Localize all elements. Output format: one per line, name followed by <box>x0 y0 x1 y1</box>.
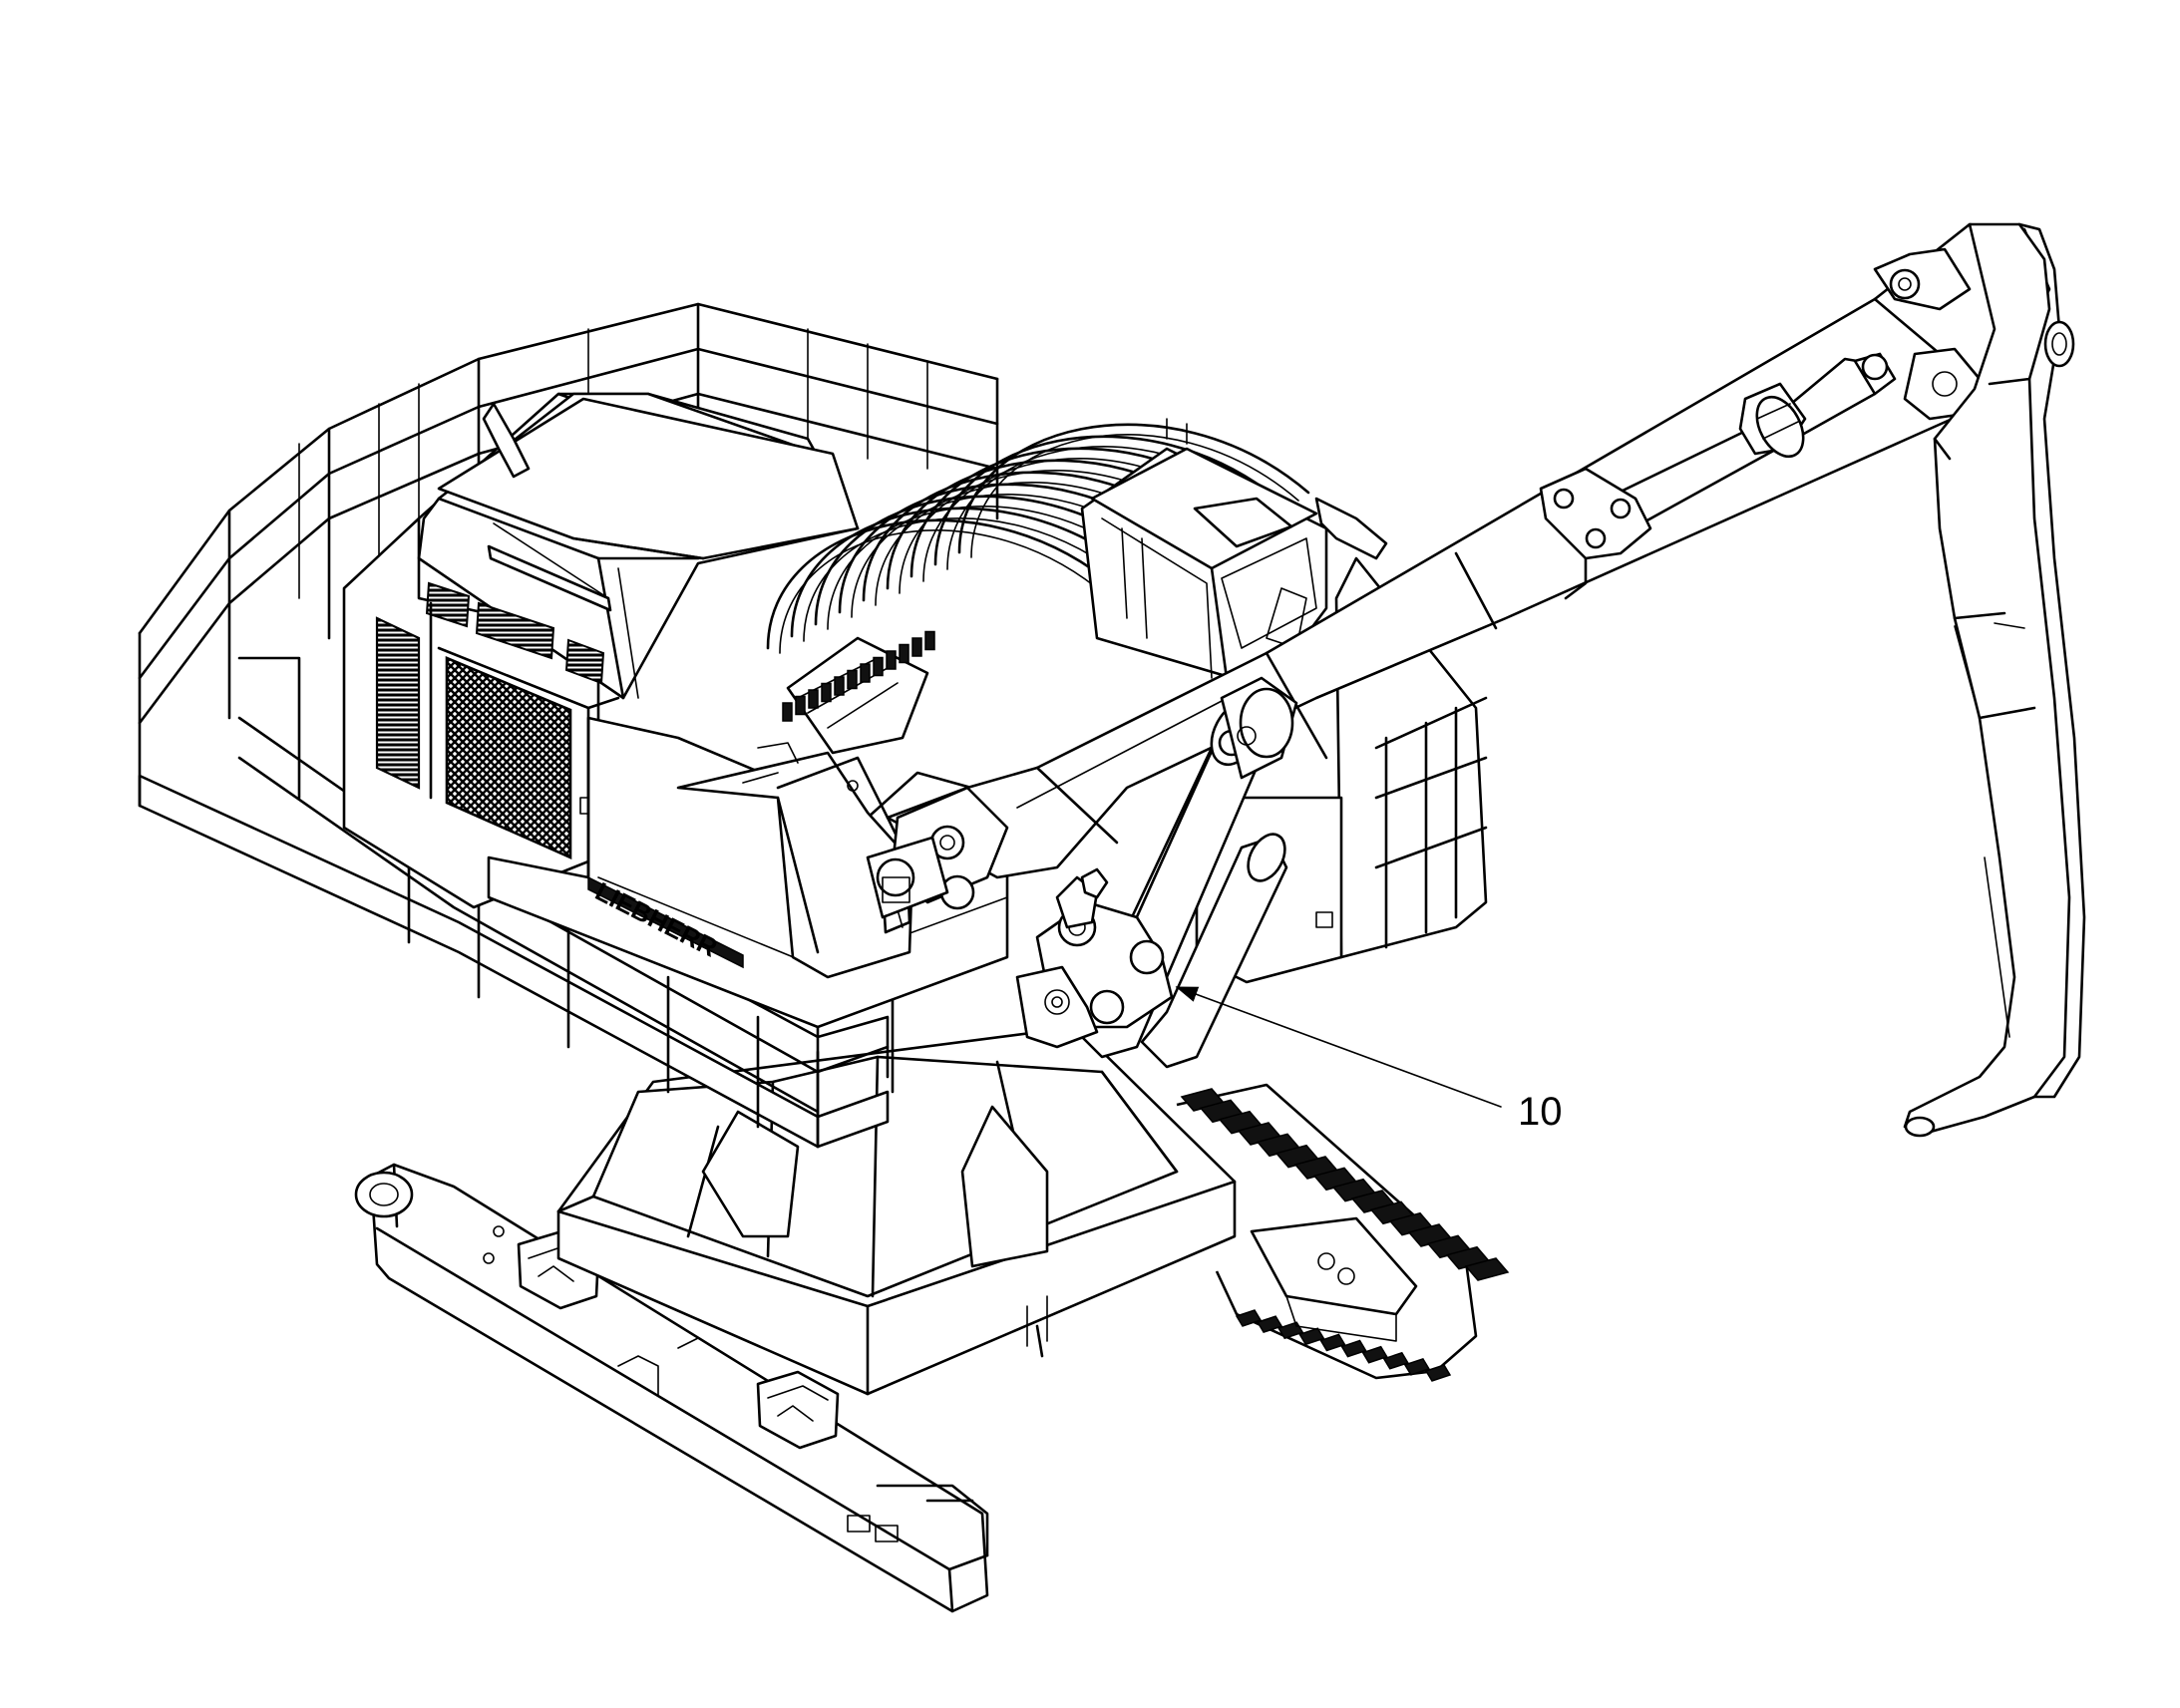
hose-fitting <box>911 637 922 657</box>
hose-fitting <box>886 650 897 670</box>
hydraulic-hose <box>970 434 1299 558</box>
hydraulic-hose <box>790 507 1143 638</box>
hose-fitting <box>834 676 845 696</box>
hose-fitting <box>795 695 806 716</box>
track-shoe <box>1298 1327 1325 1346</box>
track-shoe <box>1361 1345 1388 1364</box>
hydraulic-hose <box>957 423 1310 554</box>
hydraulic-hose <box>933 435 1286 566</box>
leader-arrow <box>1175 986 1502 1108</box>
hose-fitting <box>873 656 884 677</box>
track-shoe <box>1382 1351 1409 1370</box>
stick <box>1903 222 2086 1138</box>
railing-posts-rear <box>138 302 999 808</box>
hydraulic-hose <box>766 518 1119 650</box>
hose-fitting <box>808 689 819 709</box>
hose-fitting <box>924 630 935 651</box>
track-shoe <box>1424 1364 1452 1382</box>
engine-housing <box>342 392 860 909</box>
track-shoe <box>1464 1257 1510 1281</box>
hose-fitting <box>847 669 858 690</box>
hose-fitting <box>782 702 793 722</box>
hydraulic-hose <box>779 529 1108 654</box>
callout-label: 10 <box>1518 1090 1563 1134</box>
callout-10: 10 <box>1175 986 1563 1134</box>
track-shoe <box>1403 1357 1431 1376</box>
boom <box>866 222 2051 1069</box>
hose-fitting <box>899 643 909 664</box>
track-shoe <box>1235 1309 1263 1327</box>
hydraulic-hose <box>803 517 1132 642</box>
crawler-track-right <box>1176 1083 1510 1382</box>
track-shoe <box>1319 1333 1346 1352</box>
track-shoe <box>1340 1339 1367 1358</box>
hose-fitting <box>860 663 871 683</box>
undercarriage <box>354 1025 1510 1613</box>
track-shoe <box>1256 1315 1283 1334</box>
operator-cab <box>1080 418 1388 690</box>
hose-fitting <box>821 682 832 703</box>
car-body <box>556 1025 1237 1396</box>
